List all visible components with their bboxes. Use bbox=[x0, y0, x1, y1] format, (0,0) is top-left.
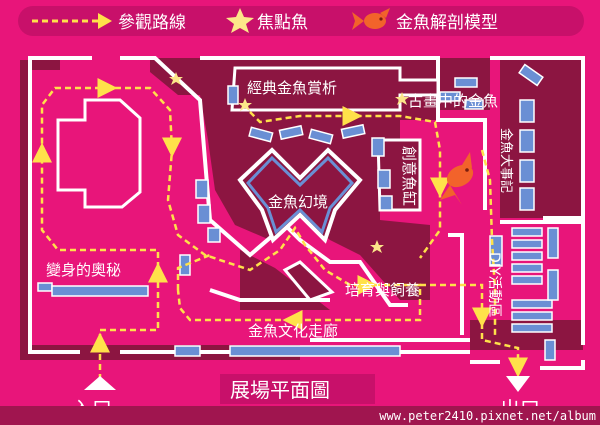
visit-route bbox=[40, 86, 520, 390]
star-icon bbox=[370, 240, 384, 253]
legend-goldfish-icon bbox=[352, 8, 390, 30]
watermark-text: www.peter2410.pixnet.net/album bbox=[379, 409, 596, 423]
route-arrows bbox=[32, 78, 528, 378]
map-title: 展場平面圖 bbox=[220, 374, 375, 404]
area-label-transform: 變身的奧秘 bbox=[46, 261, 121, 279]
map-title-text: 展場平面圖 bbox=[230, 378, 330, 402]
star-icon bbox=[169, 72, 183, 85]
area-label-creative: 創意魚缸 bbox=[400, 146, 418, 206]
exit-arrow-icon bbox=[506, 376, 530, 392]
area-label-culture: 金魚文化走廊 bbox=[248, 322, 338, 340]
area-label-classic: 經典金魚賞析 bbox=[247, 79, 337, 97]
legend-bar: 參觀路線 焦點魚 金魚解剖模型 bbox=[18, 6, 584, 36]
area-label-breeding: 培育與飼養 bbox=[345, 281, 420, 299]
star-icon bbox=[238, 98, 252, 111]
watermark: www.peter2410.pixnet.net/album bbox=[0, 406, 600, 425]
legend-star-icon bbox=[226, 8, 254, 33]
area-label-events: 金魚大事記 bbox=[498, 128, 514, 193]
star-icon bbox=[395, 92, 409, 105]
area-label-illusion: 金魚幻境 bbox=[268, 193, 328, 211]
legend-focus-label: 焦點魚 bbox=[257, 13, 308, 33]
legend-model-label: 金魚解剖模型 bbox=[396, 13, 498, 33]
area-label-ancient: 古畫中的金魚 bbox=[408, 92, 498, 110]
legend-route-arrow-icon bbox=[32, 13, 112, 29]
focus-fish-stars bbox=[169, 72, 409, 253]
area-label-diy: DIY活動區 bbox=[486, 252, 502, 317]
goldfish-model-icon bbox=[440, 152, 474, 205]
illusion-exhibit bbox=[237, 147, 363, 302]
legend-route-label: 參觀路線 bbox=[118, 13, 186, 33]
entrance-arrow-icon bbox=[84, 376, 116, 390]
